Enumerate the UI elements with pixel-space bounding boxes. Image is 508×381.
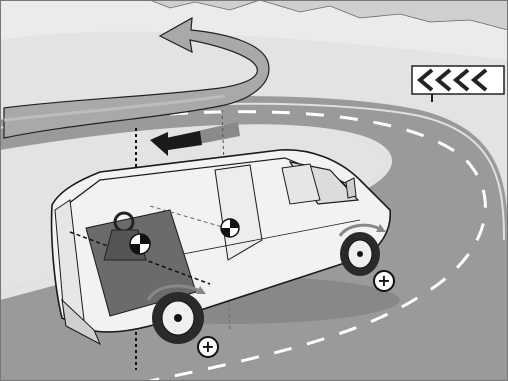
plus-marker-front: + (377, 271, 390, 290)
plus-circle-icon: + (197, 336, 219, 358)
curved-arrow-icon (3, 16, 270, 139)
front-wheel-arrow-icon (338, 223, 379, 237)
front-wheel-arrow-head (376, 224, 386, 232)
center-of-gravity-marker (220, 218, 240, 238)
rear-wheel-arrow-icon (146, 284, 199, 301)
center-axis-line (69, 231, 211, 285)
road-center-dashes (149, 110, 487, 381)
lateral-force-arrow-icon (150, 122, 240, 156)
chevron-sign-icon (411, 65, 505, 102)
center-of-gravity-icon (103, 211, 151, 261)
front-wheel (340, 232, 380, 276)
lateral-axis-line (149, 205, 227, 229)
hills (149, 0, 508, 31)
rear-wheel-arrow-head (196, 286, 206, 294)
rear-wheel (152, 292, 204, 344)
plus-circle-icon: + (373, 270, 395, 292)
plus-marker-rear: + (201, 337, 214, 356)
